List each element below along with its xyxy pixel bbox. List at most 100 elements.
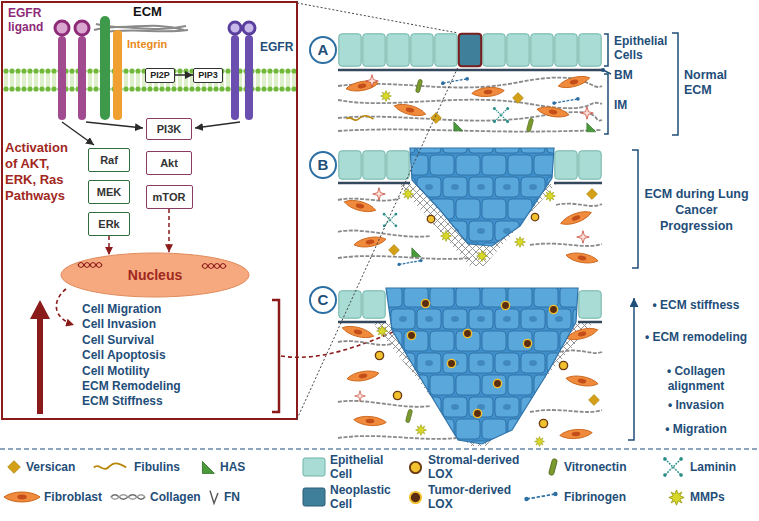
matrix-components [454, 122, 463, 131]
legend-icon [210, 491, 218, 504]
legend-entry: MMPs [690, 490, 725, 504]
node-text: PI3K [157, 123, 181, 136]
matrix-components [353, 235, 387, 250]
feedback-arrow [56, 289, 74, 325]
panel-marker: C [309, 286, 337, 314]
egfr-receptor [229, 22, 241, 34]
legend-entry: Laminin [690, 460, 736, 474]
legend-entry: FN [224, 490, 240, 504]
layer-bracket [672, 33, 678, 135]
ligand-receptor [78, 36, 86, 120]
panel-marker: A [309, 36, 337, 64]
layer-bracket [604, 74, 608, 134]
outcome-item: ECM Stiffness [82, 394, 163, 409]
node-text: Akt [160, 157, 178, 170]
outcome-bracket [272, 300, 279, 412]
ligand-receptor [75, 21, 89, 35]
mmp-cluster [515, 237, 526, 248]
basement-membrane [578, 321, 602, 324]
legend-entry: Fibrinogen [564, 490, 626, 504]
signal-connector [175, 74, 193, 76]
integrin-receptor [113, 30, 122, 120]
node-text: PIP3 [198, 70, 218, 80]
kinase-box: MEK [88, 180, 130, 204]
feature-item: • ECM stiffness [642, 298, 750, 313]
matrix-components [355, 391, 366, 402]
collagen-fiber [338, 341, 392, 345]
collagen-fiber [338, 256, 470, 259]
inset-frame [2, 2, 297, 419]
matrix-components [493, 107, 509, 123]
legend-entry: Fibulins [134, 460, 180, 474]
nucleus-shape [61, 253, 249, 297]
matrix-components [526, 118, 533, 132]
legend-entry: Vitronectin [564, 460, 626, 474]
tumor-lox [501, 301, 509, 309]
matrix-components [431, 113, 442, 124]
mmp-cluster [403, 189, 556, 262]
tumor-mass [386, 288, 578, 444]
layer-bracket [628, 298, 634, 440]
ecm-fibers [100, 30, 188, 33]
legend-text: Fibulins [134, 460, 180, 474]
layer-bracket [632, 150, 638, 268]
matrix-components [346, 369, 380, 384]
epithelial-layer [338, 33, 602, 67]
matrix-components [559, 361, 567, 369]
matrix-components [381, 91, 392, 102]
legend-text: MMPs [690, 490, 725, 504]
matrix-components [416, 425, 427, 436]
legend-text: Laminin [690, 460, 736, 474]
collagen-fiber [338, 436, 456, 439]
legend-text: HAS [220, 460, 245, 474]
collagen-fiber [530, 244, 602, 246]
node-text: C [318, 291, 329, 308]
node-text: ERk [98, 218, 119, 231]
legend-text: Epithelial Cell [330, 453, 383, 481]
matrix-components [531, 213, 539, 221]
legend-icon [669, 490, 684, 505]
outcome-item: Cell Migration [82, 302, 161, 317]
kinase-box: ERk [88, 212, 130, 236]
matrix-components [347, 116, 374, 121]
legend-text: Collagen [150, 490, 201, 504]
node-text: MEK [97, 186, 121, 199]
kinase-box: mTOR [146, 185, 193, 209]
collagen-fiber [560, 350, 602, 353]
collagen-fiber [338, 198, 400, 201]
legend-text: FN [224, 490, 240, 504]
matrix-components [565, 251, 599, 266]
mmp-cluster [477, 251, 488, 262]
legend-icon [8, 461, 21, 474]
feature-item: • ECM remodeling [642, 330, 750, 345]
feature-item: • Migration [642, 422, 750, 437]
egfr-receptor [229, 22, 255, 120]
tumor-lox [447, 359, 455, 367]
receptor-label: EGFR [260, 40, 293, 54]
stage-label: Normal ECM [684, 68, 752, 98]
epithelial-layer [578, 290, 602, 319]
integrin-receptor [100, 16, 110, 120]
pathway-heading: Activation of AKT, ERK, Ras Pathways [5, 140, 79, 204]
outcome-item: Cell Survival [82, 333, 154, 348]
matrix-components [389, 245, 400, 256]
legend-icon [663, 457, 683, 477]
legend-icon [410, 492, 421, 503]
feedback-arrow [30, 289, 74, 414]
matrix-components [343, 197, 377, 214]
legend-entry: Neoplastic Cell [330, 483, 400, 511]
layer-label: IM [614, 98, 627, 112]
collagen-fiber [338, 230, 430, 236]
outcome-item: Cell Motility [82, 364, 149, 379]
legend-text: Tumor-derived LOX [428, 483, 511, 511]
node-text: PI2P [150, 70, 170, 80]
zoom-line [297, 67, 458, 419]
matrix-components [536, 105, 570, 120]
tumor-lox [523, 339, 531, 347]
outcome-item: Cell Invasion [82, 317, 156, 332]
stage-label: ECM during Lung Cancer Progression [644, 186, 749, 234]
legend-text: Fibroblast [44, 490, 102, 504]
dna-icon [202, 264, 226, 269]
matrix-components [559, 208, 593, 228]
matrix-components [373, 188, 386, 201]
